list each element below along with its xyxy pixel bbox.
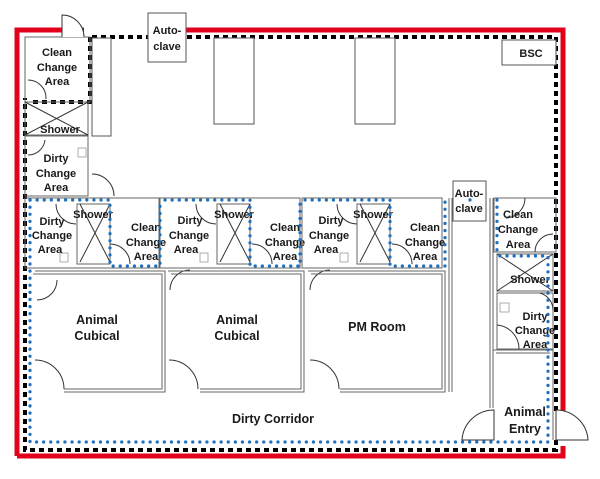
door-swing [91, 173, 115, 197]
dirty-corridor-label: Dirty Corridor [232, 412, 314, 426]
room-label: Area [506, 239, 531, 251]
room-label: Clean [131, 222, 161, 234]
room-label: Shower [73, 209, 113, 221]
room-label: Area [413, 251, 438, 263]
door-swing [36, 279, 58, 301]
room-label: Animal [76, 313, 118, 327]
room-label: Clean [270, 222, 300, 234]
door-swing [336, 203, 358, 225]
animal-entry: Animal Entry [461, 349, 589, 441]
door-swing [461, 409, 495, 441]
autoclave-label: Auto- [455, 188, 484, 200]
door-swing [34, 359, 65, 390]
wall-column [91, 37, 112, 137]
room-label: Animal [216, 313, 258, 327]
room-label: Change [405, 237, 445, 249]
room-label: Area [44, 182, 69, 194]
room-label: Shower [510, 274, 550, 286]
room-label: Shower [214, 209, 254, 221]
room-label: Area [134, 251, 159, 263]
inner-barrier-dotted [28, 194, 550, 444]
room-label: Area [38, 244, 63, 256]
corridor-wall [448, 198, 453, 392]
corridor-wall [489, 198, 494, 408]
room-label: Cubical [74, 329, 119, 343]
room-label: Area [273, 251, 298, 263]
animal-cubical-1: Animal Cubical [33, 270, 166, 393]
door-swing [555, 409, 589, 441]
door-swing [27, 79, 47, 100]
room-label: Area [174, 244, 199, 256]
room-label: Dirty [39, 216, 65, 228]
top-left-shower: Shower [24, 79, 89, 156]
suite-1: Dirty Change Area Shower Clean Change Ar… [24, 197, 166, 301]
room-label: Area [314, 244, 339, 256]
door-swing [505, 197, 526, 219]
room-label: Entry [509, 422, 541, 436]
room-label: PM Room [348, 320, 406, 334]
door-swing [61, 14, 85, 38]
door-swing [534, 233, 554, 253]
door-swing [168, 359, 199, 390]
room-label: Change [126, 237, 166, 249]
room-label: Change [36, 168, 76, 180]
right-change-suite: Clean Change Area Shower Dirty Change Ar… [493, 197, 557, 351]
autoclave-label: clave [455, 203, 483, 215]
pm-room: PM Room [308, 270, 446, 393]
top-left-dirty-change-room: Dirty Change Area [24, 135, 115, 197]
room-label: Change [169, 230, 209, 242]
door-swing [309, 269, 331, 291]
room-label: Dirty [43, 153, 69, 165]
autoclave-label: Auto- [153, 25, 182, 37]
door-swing [391, 243, 413, 265]
room-label: Shower [40, 124, 80, 136]
room-label: Shower [353, 209, 393, 221]
room-label: Area [523, 339, 548, 351]
room-label: Clean [503, 209, 533, 221]
room-label: Dirty [522, 311, 548, 323]
door-swing [109, 243, 131, 265]
room-label: Change [32, 230, 72, 242]
room-label: Change [37, 62, 77, 74]
biosafety-cabinet: BSC [501, 39, 557, 66]
suite-3: Dirty Change Area Shower Clean Change Ar… [301, 197, 445, 291]
animal-cubical-2: Animal Cubical [168, 270, 305, 393]
door-swing [496, 324, 520, 350]
room-label: Change [265, 237, 305, 249]
room-label: Area [45, 76, 70, 88]
room-label: Clean [410, 222, 440, 234]
door-swing [195, 203, 217, 225]
autoclave-label: clave [153, 41, 181, 53]
door-swing [309, 359, 340, 390]
autoclave-top: Auto- clave [147, 12, 187, 63]
door-swing [55, 203, 77, 225]
room-label: Change [515, 325, 555, 337]
room-label: Clean [42, 47, 72, 59]
door-swing [251, 243, 273, 265]
room-label: Animal [504, 405, 546, 419]
room-label: Change [309, 230, 349, 242]
bsc-label: BSC [519, 48, 542, 60]
containment-barrier-hatched [23, 35, 558, 452]
top-left-clean-change-room: Clean Change Area [24, 36, 91, 103]
bench-box [354, 37, 396, 125]
door-swing [27, 139, 46, 156]
door-swing [169, 269, 191, 291]
bench-box [213, 37, 255, 125]
room-label: Dirty [318, 215, 344, 227]
suite-2: Dirty Change Area Shower Clean Change Ar… [159, 197, 305, 291]
room-label: Dirty [177, 215, 203, 227]
room-label: Change [498, 224, 538, 236]
room-label: Cubical [214, 329, 259, 343]
